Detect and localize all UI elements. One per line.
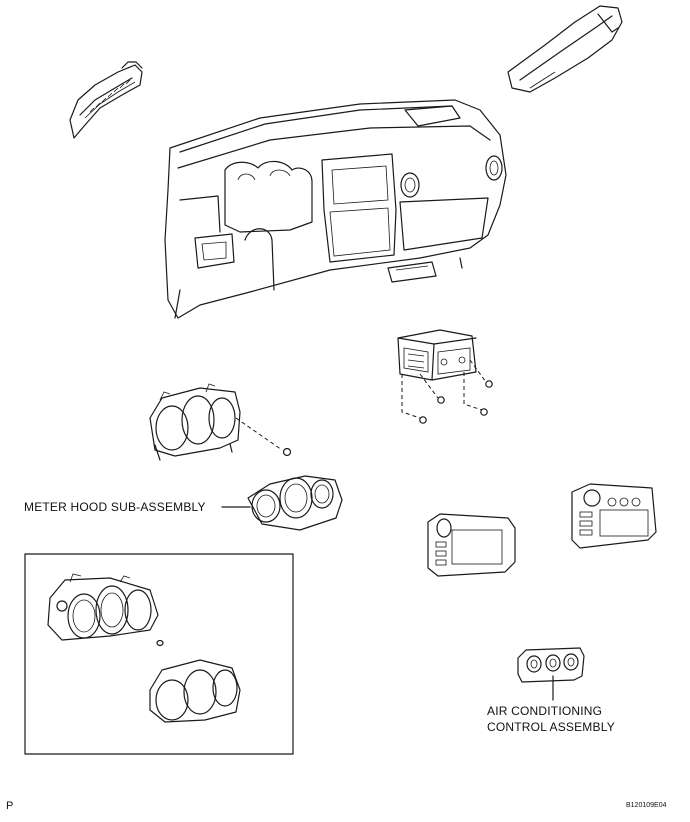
meter-hood [247, 475, 343, 531]
ac-control-label-line2: CONTROL ASSEMBLY [487, 720, 615, 734]
left-upper-grille-panel [69, 61, 143, 139]
footer-left-code: P [6, 800, 14, 812]
right-pillar-trim [507, 5, 623, 93]
meter-hood-label: METER HOOD SUB-ASSEMBLY [24, 500, 206, 514]
meter-screw-line [235, 417, 283, 451]
inset-box [24, 553, 294, 755]
inset-meter-assembly [47, 573, 164, 647]
radio-receiver [397, 329, 477, 381]
meter-screw [282, 447, 292, 457]
inset-meter-back [149, 659, 241, 723]
figure-id: B120109E04 [626, 802, 667, 809]
instrument-panel [164, 99, 507, 319]
center-cluster-panel-rear [571, 483, 657, 549]
center-cluster-panel-front [427, 513, 516, 577]
ac-control-assembly [517, 647, 585, 683]
ac-control-label-line1: AIR CONDITIONING [487, 704, 603, 718]
combination-meter [149, 383, 241, 461]
radio-screws [401, 359, 493, 424]
